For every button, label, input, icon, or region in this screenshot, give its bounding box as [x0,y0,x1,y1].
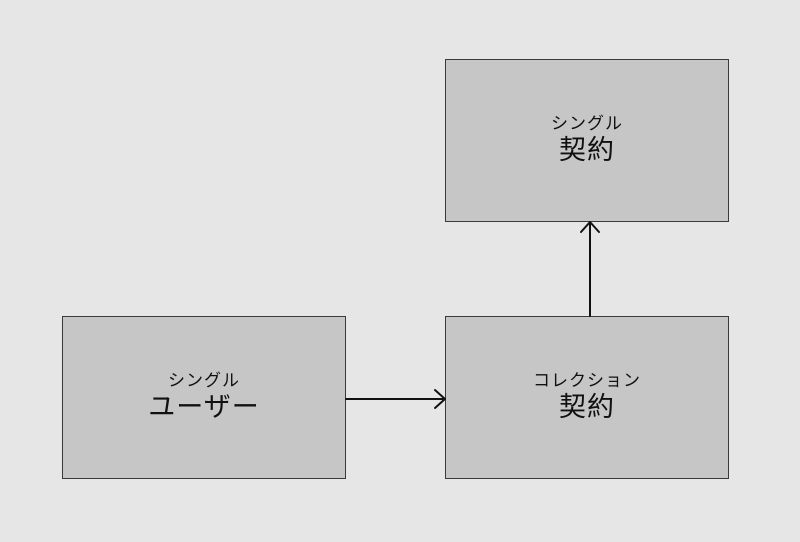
node-name-label: ユーザー [148,391,260,423]
node-name-label: 契約 [559,134,615,166]
node-single-user: シングル ユーザー [62,316,346,479]
node-kind-label: シングル [168,370,240,391]
node-collection-contract: コレクション 契約 [445,316,729,479]
edge-collection-to-single [580,221,600,317]
edge-user-to-collection [345,389,446,409]
arrow-head-icon [434,389,446,409]
node-kind-label: シングル [551,113,623,134]
arrow-head-icon [580,221,600,233]
node-kind-label: コレクション [533,370,641,391]
node-single-contract: シングル 契約 [445,59,729,222]
node-name-label: 契約 [559,391,615,423]
